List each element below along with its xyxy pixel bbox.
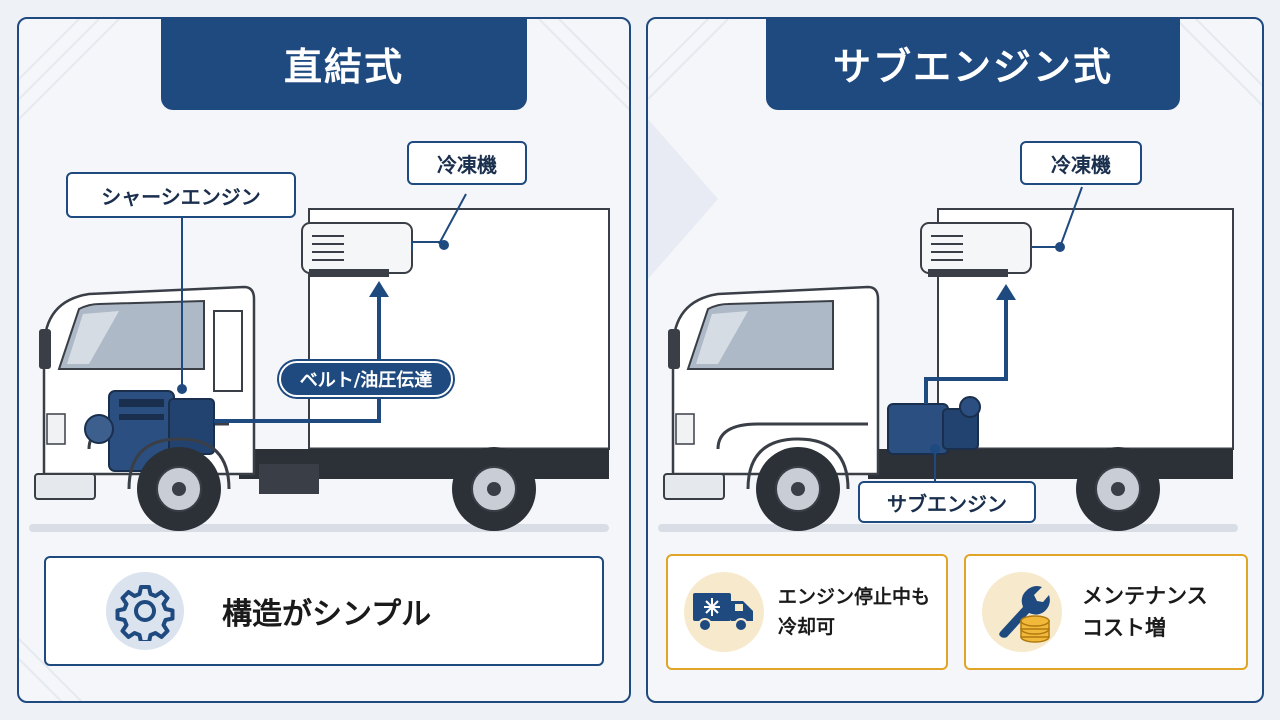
- drive-line: [924, 297, 1008, 404]
- chassis-engine-callout: シャーシエンジン: [66, 172, 296, 218]
- transmission-label: ベルト/油圧伝達: [279, 361, 453, 397]
- direct-drive-panel: 直結式 冷凍機 シャーシエンジン ベルト/油圧伝達 構造がシンプル: [17, 17, 631, 703]
- feature-simple-structure: 構造がシンプル: [44, 556, 604, 666]
- background-decoration: [648, 19, 1262, 279]
- refrigerator-callout: 冷凍機: [1020, 141, 1142, 185]
- arrow-head: [369, 281, 389, 297]
- rear-wheel: [452, 447, 536, 531]
- feature-maintenance-text-line2: コスト増: [1082, 616, 1166, 640]
- wrench-coins-icon: [982, 572, 1062, 652]
- feature-maintenance-text-line1: メンテナンス: [1082, 584, 1208, 608]
- front-wheel: [756, 447, 840, 531]
- direct-drive-truck-illustration: [29, 193, 610, 532]
- feature-simple-structure-text: 構造がシンプル: [222, 597, 432, 632]
- gear-icon: [106, 572, 184, 650]
- feature-cooling-text-line1: エンジン停止中も: [778, 586, 931, 608]
- sub-engine-title: サブエンジン式: [766, 19, 1180, 110]
- refrigerator-unit: [920, 222, 1032, 277]
- refrigerated-truck-icon: [684, 572, 764, 652]
- transmission-arrow: [214, 294, 381, 423]
- refrigerator-unit: [301, 222, 413, 277]
- front-wheel: [137, 447, 221, 531]
- sub-engine-panel: サブエンジン式 冷凍機 サブエンジン エンジン停止中も 冷却可: [646, 17, 1264, 703]
- background-decoration: [19, 19, 629, 701]
- sub-engine-callout: サブエンジン: [858, 481, 1036, 523]
- feature-cooling-text-line2: 冷却可: [778, 616, 836, 638]
- sub-engine-truck-illustration: [658, 186, 1238, 532]
- feature-maintenance-cost: メンテナンス コスト増: [964, 554, 1248, 670]
- feature-cooling-while-stopped: エンジン停止中も 冷却可: [666, 554, 948, 670]
- refrigerator-callout: 冷凍機: [407, 141, 527, 185]
- sub-engine-block: [887, 396, 981, 455]
- direct-drive-title: 直結式: [161, 19, 527, 110]
- rear-wheel: [1076, 447, 1160, 531]
- arrow-head: [996, 284, 1016, 300]
